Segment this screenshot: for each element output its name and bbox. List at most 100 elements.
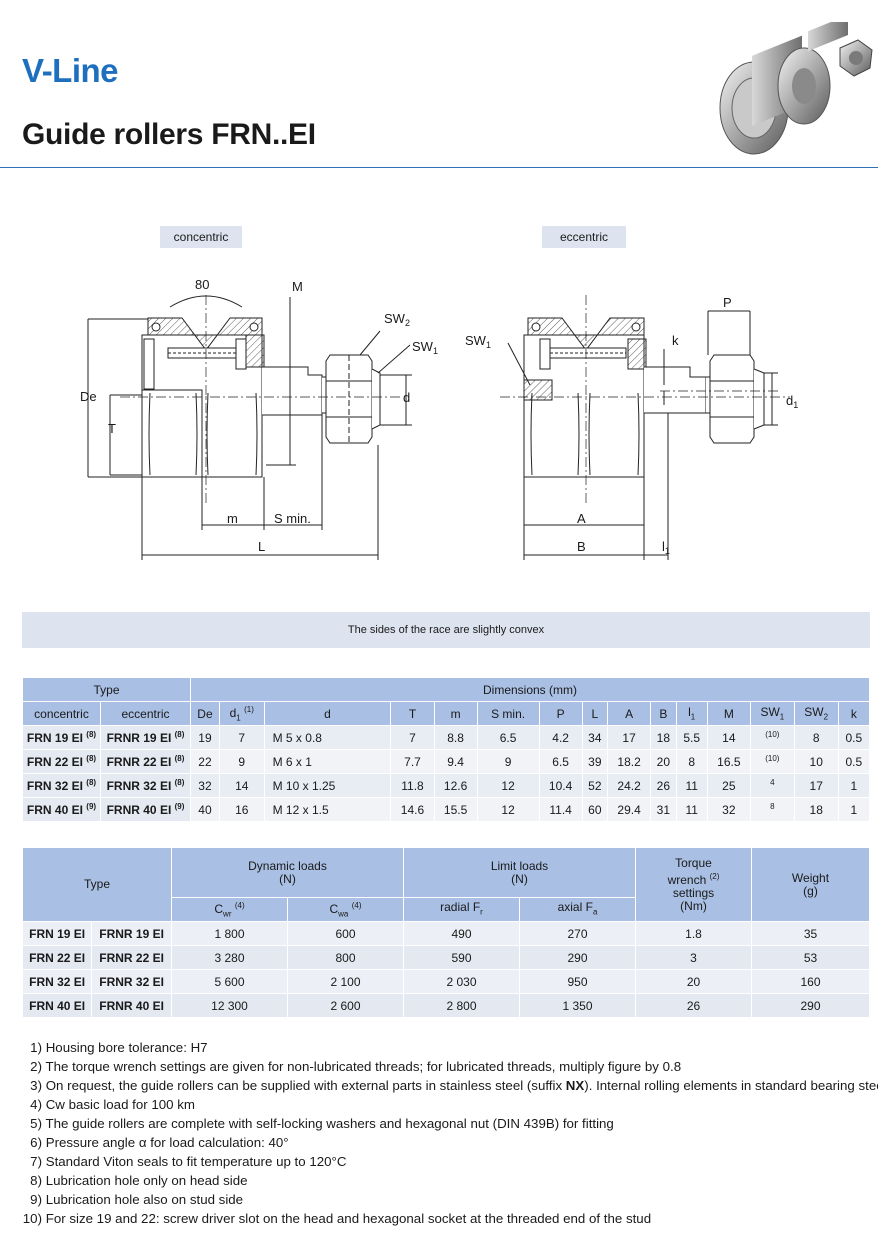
table-cell: 2 800 — [403, 993, 520, 1018]
table-cell: 600 — [287, 921, 404, 946]
footnote-item: 1) Housing bore tolerance: H7 — [30, 1040, 208, 1055]
table-cell: 15.5 — [433, 797, 478, 822]
table-cell: 29.4 — [607, 797, 652, 822]
table-cell: FRN 22 EI — [21, 945, 93, 970]
footnotes-list: 1) Housing bore tolerance: H7 2) The torq… — [22, 1038, 878, 1228]
table-cell: 12.6 — [433, 773, 478, 798]
col-header: B — [650, 701, 677, 726]
table-cell: FRN 22 EI (8) — [22, 749, 101, 774]
table-cell: 5 600 — [171, 969, 288, 994]
table-cell: 2 030 — [403, 969, 520, 994]
table-cell: 3 — [635, 945, 752, 970]
col-header: A — [607, 701, 652, 726]
table-cell: 8 — [675, 749, 708, 774]
table-cell: 270 — [519, 921, 636, 946]
table-cell: 19 — [190, 725, 220, 750]
table-cell: FRN 19 EI (8) — [22, 725, 101, 750]
table-cell: (10) — [749, 749, 795, 774]
table-cell: 26 — [650, 773, 677, 798]
table-cell: 17 — [793, 773, 839, 798]
col-header: SW2 — [793, 701, 839, 726]
table-cell: 0.5 — [837, 725, 871, 750]
dim-k-label: k — [672, 333, 679, 348]
footnote-item: 2) The torque wrench settings are given … — [30, 1059, 682, 1074]
page-title: Guide rollers FRN..EI — [22, 118, 316, 151]
col-header: k — [837, 701, 871, 726]
table-cell: 12 — [476, 773, 540, 798]
table-cell: 25 — [706, 773, 751, 798]
dim-M-label: M — [292, 279, 303, 294]
table-cell: 9.4 — [433, 749, 478, 774]
table-cell: 16 — [218, 797, 265, 822]
footnote-item: 5) The guide rollers are complete with s… — [30, 1116, 614, 1131]
table-cell: FRNR 32 EI (8) — [100, 773, 191, 798]
table-cell: 40 — [190, 797, 220, 822]
table-cell: 7 — [218, 725, 265, 750]
table-cell: 52 — [581, 773, 609, 798]
footnote-item: 8) Lubrication hole only on head side — [30, 1173, 248, 1188]
limit-loads-header: Limit loads(N) — [403, 847, 636, 898]
table-cell: 35 — [751, 921, 870, 946]
table-cell: 6.5 — [538, 749, 583, 774]
table-cell: 26 — [635, 993, 752, 1018]
footnote-item: 7) Standard Viton seals to fit temperatu… — [30, 1154, 347, 1169]
table-cell: 18 — [650, 725, 677, 750]
table-cell: FRNR 40 EI (9) — [100, 797, 191, 822]
dim-De-label: De — [80, 389, 97, 404]
dynamic-loads-header: Dynamic loads(N) — [171, 847, 404, 898]
technical-drawing: 80 M SW2 SW1 De T d m S min. L P k SW1 d… — [80, 277, 798, 560]
col-eccentric: eccentric — [100, 701, 191, 726]
table-cell: 1 800 — [171, 921, 288, 946]
convex-note-banner: The sides of the race are slightly conve… — [22, 612, 870, 648]
table-cell: 5.5 — [675, 725, 708, 750]
table-cell: 34 — [581, 725, 609, 750]
table-cell: FRNR 22 EI — [91, 945, 172, 970]
dim-L-label: L — [258, 539, 265, 554]
table-cell: FRN 32 EI — [21, 969, 93, 994]
dim-SW1-ecc-label: SW1 — [465, 333, 491, 350]
table-cell: 10.4 — [538, 773, 583, 798]
table-cell: M 10 x 1.25 — [263, 773, 392, 798]
col-header: M — [706, 701, 751, 726]
table-cell: 2 600 — [287, 993, 404, 1018]
table-cell: FRNR 32 EI — [91, 969, 172, 994]
table-cell: 2 100 — [287, 969, 404, 994]
table-cell: 32 — [706, 797, 751, 822]
col-header: L — [581, 701, 609, 726]
loads-table: Type Dynamic loads(N) Limit loads(N) Tor… — [21, 847, 870, 1018]
footnote-item: 6) Pressure angle α for load calculation… — [30, 1135, 289, 1150]
table-cell: 11 — [675, 797, 708, 822]
dim-B-label: B — [577, 539, 586, 554]
table-cell: 490 — [403, 921, 520, 946]
dim-d-label: d — [403, 390, 410, 405]
table-cell: 8 — [749, 797, 795, 822]
dim-SW1-label: SW1 — [412, 339, 438, 356]
table-cell: 20 — [650, 749, 677, 774]
table-cell: 20 — [635, 969, 752, 994]
dim-A-label: A — [577, 511, 586, 526]
table-cell: 18.2 — [607, 749, 652, 774]
angle-label: 80 — [195, 277, 209, 292]
table-cell: FRNR 22 EI (8) — [100, 749, 191, 774]
cwr-header: Cwr (4) — [171, 897, 288, 922]
col-header: S min. — [476, 701, 540, 726]
table-cell: 7.7 — [390, 749, 435, 774]
dim-l1-label: l1 — [662, 539, 670, 556]
table-cell: FRN 40 EI (9) — [22, 797, 101, 822]
table-cell: 12 300 — [171, 993, 288, 1018]
table-cell: 11.4 — [538, 797, 583, 822]
footnote-item: 4) Cw basic load for 100 km — [30, 1097, 195, 1112]
dim-m-label: m — [227, 511, 238, 526]
table-cell: 8 — [793, 725, 839, 750]
table-cell: FRNR 40 EI — [91, 993, 172, 1018]
table-cell: 7 — [390, 725, 435, 750]
concentric-label: concentric — [160, 226, 242, 248]
dim-SW2-label: SW2 — [384, 311, 410, 328]
eccentric-label: eccentric — [542, 226, 626, 248]
table-cell: FRN 19 EI — [21, 921, 93, 946]
